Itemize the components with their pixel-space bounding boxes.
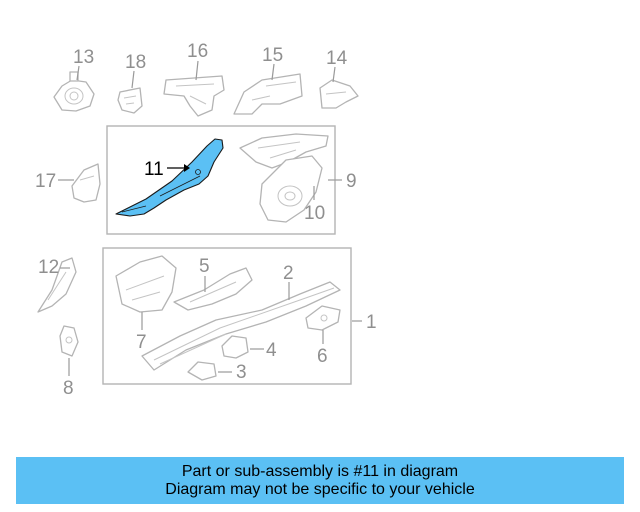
part-11-highlighted[interactable] [115,138,224,217]
part-9[interactable] [239,133,329,169]
part-13[interactable] [53,71,95,112]
callout-10: 10 [304,203,325,224]
part-18[interactable] [117,87,143,114]
callout-15: 15 [262,45,283,66]
callout-16: 16 [187,41,208,62]
part-16[interactable] [163,75,225,117]
group-box-1 [102,247,352,385]
callout-13: 13 [73,47,94,68]
callout-7: 7 [136,332,147,353]
callout-17: 17 [35,171,56,192]
callout-6: 6 [317,346,328,367]
callout-4: 4 [266,340,277,361]
callout-9: 9 [346,171,357,192]
callout-1: 1 [366,312,377,333]
banner-line-2: Diagram may not be specific to your vehi… [165,480,475,498]
part-8[interactable] [59,325,79,357]
part-6[interactable] [305,305,341,331]
part-10[interactable] [259,155,323,223]
part-7[interactable] [115,255,177,313]
part-12[interactable] [37,257,77,313]
part-11-shape[interactable] [115,138,224,217]
callout-8: 8 [63,378,74,399]
part-2[interactable] [141,281,341,371]
info-banner: Part or sub-assembly is #11 in diagram D… [16,457,624,504]
part-5[interactable] [173,267,253,311]
part-15[interactable] [233,73,303,115]
part-3[interactable] [187,361,217,381]
callout-18: 18 [125,52,146,73]
part-14[interactable] [319,79,359,109]
callout-12: 12 [38,257,59,278]
callout-2: 2 [283,263,294,284]
callout-3: 3 [236,362,247,383]
callout-5: 5 [199,256,210,277]
part-17[interactable] [71,163,101,203]
callout-11: 11 [144,159,164,180]
banner-line-1: Part or sub-assembly is #11 in diagram [181,462,459,480]
part-4[interactable] [221,335,249,359]
callout-14: 14 [326,48,348,69]
